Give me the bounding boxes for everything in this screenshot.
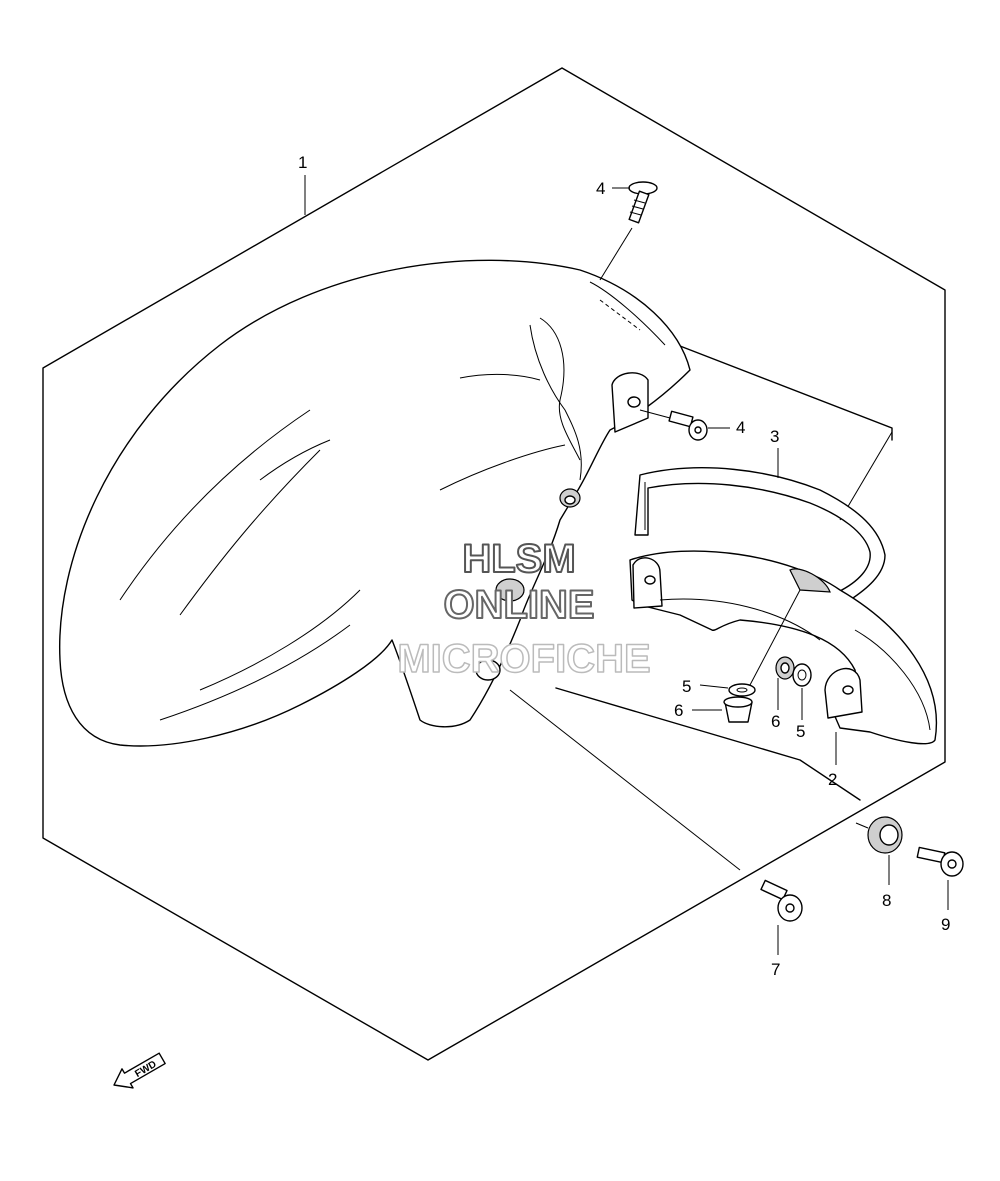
fwd-label: FWD	[133, 1059, 158, 1080]
screw-part-4-side	[639, 409, 708, 441]
washer-part-5-left	[728, 683, 756, 697]
callout-7: 7	[771, 960, 780, 979]
callout-8: 8	[882, 891, 891, 910]
washer-part-5-right	[792, 663, 812, 687]
inner-frame	[679, 345, 893, 441]
screw-part-7	[760, 879, 803, 922]
callout-5-right: 5	[796, 722, 805, 741]
inner-frame-bottom	[555, 687, 861, 801]
grommet-part-8	[867, 816, 903, 854]
callout-1: 1	[298, 153, 307, 172]
callout-6-right: 6	[771, 712, 780, 731]
callout-2: 2	[828, 770, 837, 789]
watermark-line3: MICROFICHE	[397, 637, 650, 681]
callout-9: 9	[941, 915, 950, 934]
callout-3: 3	[770, 427, 779, 446]
callout-4-top: 4	[596, 179, 605, 198]
watermark: HLSM ONLINE MICROFICHE	[397, 536, 652, 682]
outer-frame	[42, 67, 946, 1061]
callout-5-left: 5	[682, 677, 691, 696]
watermark-line2: ONLINE	[443, 583, 594, 627]
front-fender	[58, 259, 691, 747]
callout-4-side: 4	[736, 418, 745, 437]
screw-part-9	[916, 846, 964, 877]
watermark-line1: HLSM	[462, 537, 575, 581]
fwd-arrow-icon: FWD	[113, 1052, 166, 1089]
collar-part-6-left	[723, 696, 753, 723]
inner-fender-part-2	[629, 550, 937, 745]
collar-part-6-right	[775, 656, 795, 680]
screw-part-4-top	[628, 181, 658, 224]
callout-6-left: 6	[674, 701, 683, 720]
